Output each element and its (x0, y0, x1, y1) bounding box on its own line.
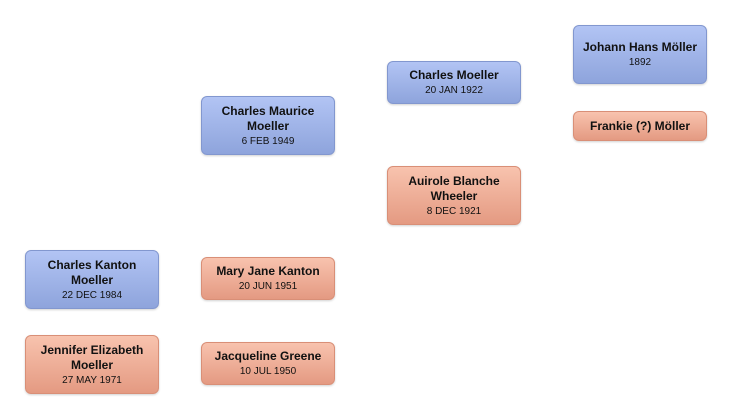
person-name: Jennifer Elizabeth Moeller (40, 342, 144, 372)
person-name: Jacqueline Greene (214, 349, 322, 363)
person-card-frankie-moller[interactable]: Frankie (?) Möller (573, 111, 707, 141)
person-name: Charles Maurice Moeller (221, 103, 315, 133)
person-card-jennifer-elizabeth-moeller[interactable]: Jennifer Elizabeth Moeller 27 MAY 1971 (25, 335, 159, 394)
person-date: 10 JUL 1950 (239, 366, 297, 377)
person-date: 27 MAY 1971 (62, 374, 122, 386)
person-name: Charles Kanton Moeller (47, 257, 137, 287)
person-card-charles-kanton-moeller[interactable]: Charles Kanton Moeller 22 DEC 1984 (25, 250, 159, 309)
person-card-johann-hans-moller[interactable]: Johann Hans Möller 1892 (573, 25, 707, 84)
person-card-jacqueline-greene[interactable]: Jacqueline Greene 10 JUL 1950 (201, 342, 335, 385)
person-name: Auirole Blanche Wheeler (408, 173, 500, 203)
person-date: 6 FEB 1949 (241, 135, 295, 147)
person-name: Charles Moeller (409, 68, 499, 82)
person-name: Johann Hans Möller (582, 40, 698, 54)
person-date: 1892 (628, 57, 652, 68)
person-date: 8 DEC 1921 (426, 205, 482, 217)
person-name: Frankie (?) Möller (589, 118, 690, 133)
person-date: 20 JAN 1922 (425, 85, 483, 96)
person-card-auirole-blanche-wheeler[interactable]: Auirole Blanche Wheeler 8 DEC 1921 (387, 166, 521, 225)
person-card-charles-moeller[interactable]: Charles Moeller 20 JAN 1922 (387, 61, 521, 104)
person-name: Mary Jane Kanton (216, 264, 320, 278)
person-date: 20 JUN 1951 (238, 281, 298, 292)
person-card-mary-jane-kanton[interactable]: Mary Jane Kanton 20 JUN 1951 (201, 257, 335, 300)
person-date: 22 DEC 1984 (61, 289, 123, 301)
person-card-charles-maurice-moeller[interactable]: Charles Maurice Moeller 6 FEB 1949 (201, 96, 335, 155)
